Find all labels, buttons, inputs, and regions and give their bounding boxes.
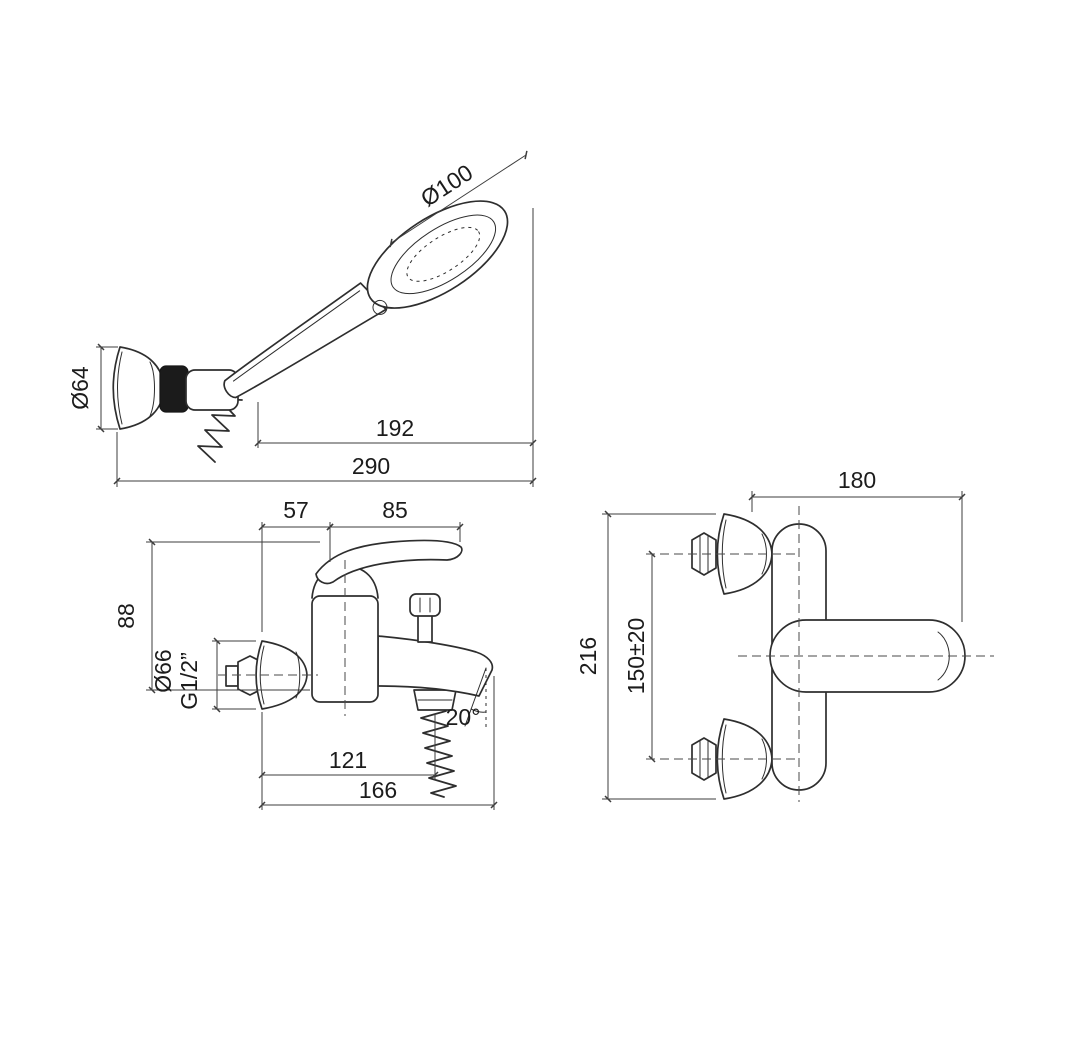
angle-arc: [470, 708, 487, 713]
wall-holder: [112, 346, 239, 430]
dim-spout-angle: 20°: [446, 704, 481, 730]
mixer-hose-coil: [420, 710, 457, 798]
supply-pipe-stub: [225, 665, 239, 687]
shower-mode-button: [372, 299, 388, 315]
mixer-front-view: 180 216 150±20: [575, 467, 994, 803]
dim-wall-to-spout-tip: 166: [359, 777, 397, 803]
hand-shower-view: Ø64 Ø100 192 290: [67, 150, 537, 487]
holder-rubber-ring: [159, 365, 189, 413]
dim-depth: 180: [838, 467, 876, 493]
dim-thread-size: G1/2”: [176, 652, 202, 710]
angle-line: [464, 667, 487, 727]
mixer-side-dimensions: 57 85 88 Ø66 G1/2” 121 166: [113, 497, 498, 810]
dim-body-height: 88: [113, 603, 139, 629]
dim-cartridge-to-handle-tip: 85: [382, 497, 408, 523]
spout-outline: [377, 635, 494, 697]
dim-wall-to-hose-outlet: 121: [329, 747, 367, 773]
side-flange-neck-line: [295, 651, 301, 699]
front-handle-contour: [937, 631, 950, 681]
dim-flange-diameter: Ø66: [150, 649, 176, 692]
dim-wall-to-cartridge: 57: [283, 497, 309, 523]
dimension-line-head-diameter: [389, 150, 528, 248]
shower-handle-accent-line: [232, 290, 361, 382]
shower-handle-head: [223, 200, 509, 399]
dim-overall-height: 216: [575, 637, 601, 675]
holder-bell-rim: [117, 351, 123, 425]
dim-partial-length: 192: [376, 415, 414, 441]
dim-connection-centers: 150±20: [623, 618, 649, 695]
lever-handle: [315, 539, 463, 585]
holder-neck-line: [149, 361, 155, 417]
dim-total-length: 290: [352, 453, 390, 479]
mixer-side-view: 20° 57 85 88 Ø66 G1/2”: [113, 497, 498, 810]
shower-handle-outline: [223, 282, 387, 399]
dim-holder-diameter: Ø64: [67, 366, 93, 410]
mixer-front-dimensions: 180 216 150±20: [575, 467, 966, 803]
holder-bell-outline: [112, 346, 165, 430]
spout-angle-annotation: 20°: [446, 667, 487, 730]
diverter-knob: [409, 593, 441, 617]
